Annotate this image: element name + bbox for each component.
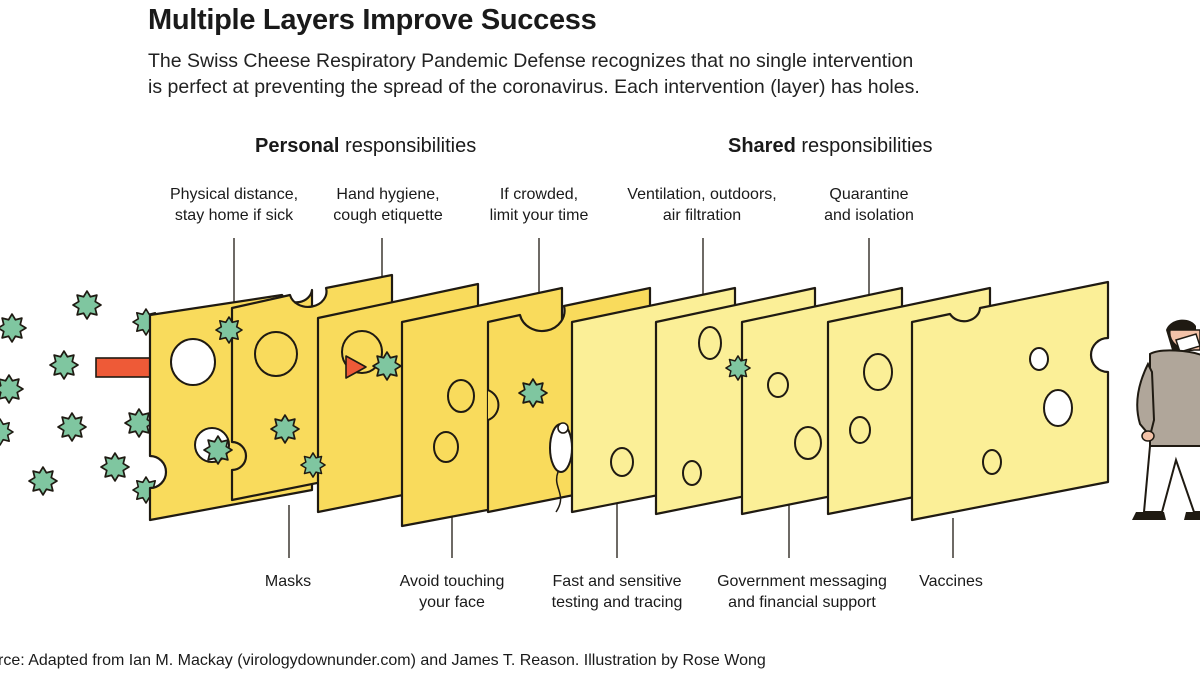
label-physical-distance: Physical distance, stay home if sick: [170, 184, 298, 226]
label-vaccines: Vaccines: [919, 571, 983, 592]
subtitle-line-1: The Swiss Cheese Respiratory Pandemic De…: [148, 50, 914, 72]
label-hand-hygiene-line-1: Hand hygiene,: [336, 186, 440, 203]
label-physical-distance-line-2: stay home if sick: [174, 207, 294, 224]
label-avoid-touching-line-1: Avoid touching: [399, 573, 505, 590]
arrow-head: [345, 355, 367, 379]
cheese-hole: [794, 426, 822, 460]
cheese-slice: [910, 280, 1110, 522]
person-icon: [1132, 319, 1200, 520]
virus-icon: [0, 313, 27, 343]
virus-icon: [0, 418, 14, 446]
personal-heading-bold: Personal: [255, 135, 340, 157]
page-title: Multiple Layers Improve Success: [148, 4, 597, 36]
cheese-hole: [698, 326, 722, 360]
mouse-icon: [549, 422, 573, 513]
virus-icon: [124, 408, 154, 438]
label-quarantine-line-1: Quarantine: [829, 186, 909, 203]
label-if-crowded: If crowded, limit your time: [490, 184, 589, 226]
label-government: Government messaging and financial suppo…: [717, 571, 887, 613]
person-mask: [1175, 333, 1200, 353]
label-quarantine: Quarantine and isolation: [824, 184, 914, 226]
label-testing-line-2: testing and tracing: [551, 594, 683, 611]
subtitle-line-2: is perfect at preventing the spread of t…: [148, 76, 920, 98]
cheese-hole: [682, 460, 702, 486]
label-physical-distance-line-1: Physical distance,: [169, 186, 299, 203]
cheese-hole: [767, 372, 789, 398]
person-hand: [1141, 430, 1155, 442]
label-ventilation-line-2: air filtration: [662, 207, 742, 224]
page-subtitle: The Swiss Cheese Respiratory Pandemic De…: [148, 48, 1188, 100]
label-testing-line-1: Fast and sensitive: [552, 573, 682, 590]
cheese-hole: [982, 449, 1002, 475]
cheese-hole: [610, 447, 634, 477]
shared-heading-rest: responsibilities: [795, 135, 933, 157]
cheese-hole: [254, 331, 298, 377]
label-hand-hygiene-line-2: cough etiquette: [333, 207, 443, 224]
label-government-line-2: and financial support: [728, 594, 876, 611]
cheese-hole: [170, 338, 216, 386]
person-pants: [1142, 445, 1200, 513]
cheese-hole: [1043, 389, 1073, 427]
person-sweater: [1149, 349, 1200, 449]
label-if-crowded-line-1: If crowded,: [499, 186, 579, 203]
cheese-hole: [487, 389, 500, 421]
cheese-hole: [1029, 347, 1049, 371]
label-ventilation-line-1: Ventilation, outdoors,: [627, 186, 777, 203]
personal-group-heading: Personal responsibilities: [255, 135, 476, 158]
source-credit: rce: Adapted from Ian M. Mackay (virolog…: [0, 652, 766, 669]
cheese-hole: [849, 416, 871, 444]
mouse-tail: [555, 471, 562, 513]
shared-group-heading: Shared responsibilities: [728, 135, 933, 158]
virus-icon: [28, 466, 58, 496]
cheese-hole: [433, 431, 459, 463]
virus-icon: [100, 452, 130, 482]
virus-cluster: [0, 290, 160, 504]
label-quarantine-line-2: and isolation: [824, 207, 914, 224]
virus-icon: [0, 374, 24, 404]
label-testing: Fast and sensitive testing and tracing: [552, 571, 683, 613]
label-vaccines-line-1: Vaccines: [919, 573, 983, 590]
mouse-ear: [557, 422, 569, 434]
virus-icon: [215, 316, 243, 344]
personal-heading-rest: responsibilities: [339, 135, 477, 157]
cheese-layer-10: [910, 280, 1110, 522]
virus-icon: [372, 351, 402, 381]
shared-heading-bold: Shared: [728, 135, 796, 157]
virus-icon: [518, 378, 548, 408]
label-avoid-touching-line-2: your face: [419, 594, 485, 611]
person-shoe-left: [1132, 512, 1166, 520]
cheese-hole: [447, 379, 475, 413]
label-avoid-touching: Avoid touching your face: [400, 571, 505, 613]
label-hand-hygiene: Hand hygiene, cough etiquette: [333, 184, 442, 226]
virus-icon: [270, 414, 300, 444]
virus-icon: [49, 350, 79, 380]
virus-icon: [300, 452, 326, 478]
label-government-line-1: Government messaging: [717, 573, 887, 590]
virus-icon: [203, 435, 233, 465]
label-if-crowded-line-2: limit your time: [489, 207, 589, 224]
virus-icon: [72, 290, 102, 320]
person-arm: [1136, 361, 1156, 439]
virus-icon: [57, 412, 87, 442]
cheese-hole: [863, 353, 893, 391]
label-masks: Masks: [265, 571, 311, 592]
person-shoe-right: [1184, 512, 1200, 520]
label-ventilation: Ventilation, outdoors, air filtration: [627, 184, 776, 226]
label-masks-line-1: Masks: [264, 573, 312, 590]
virus-icon: [725, 355, 751, 381]
